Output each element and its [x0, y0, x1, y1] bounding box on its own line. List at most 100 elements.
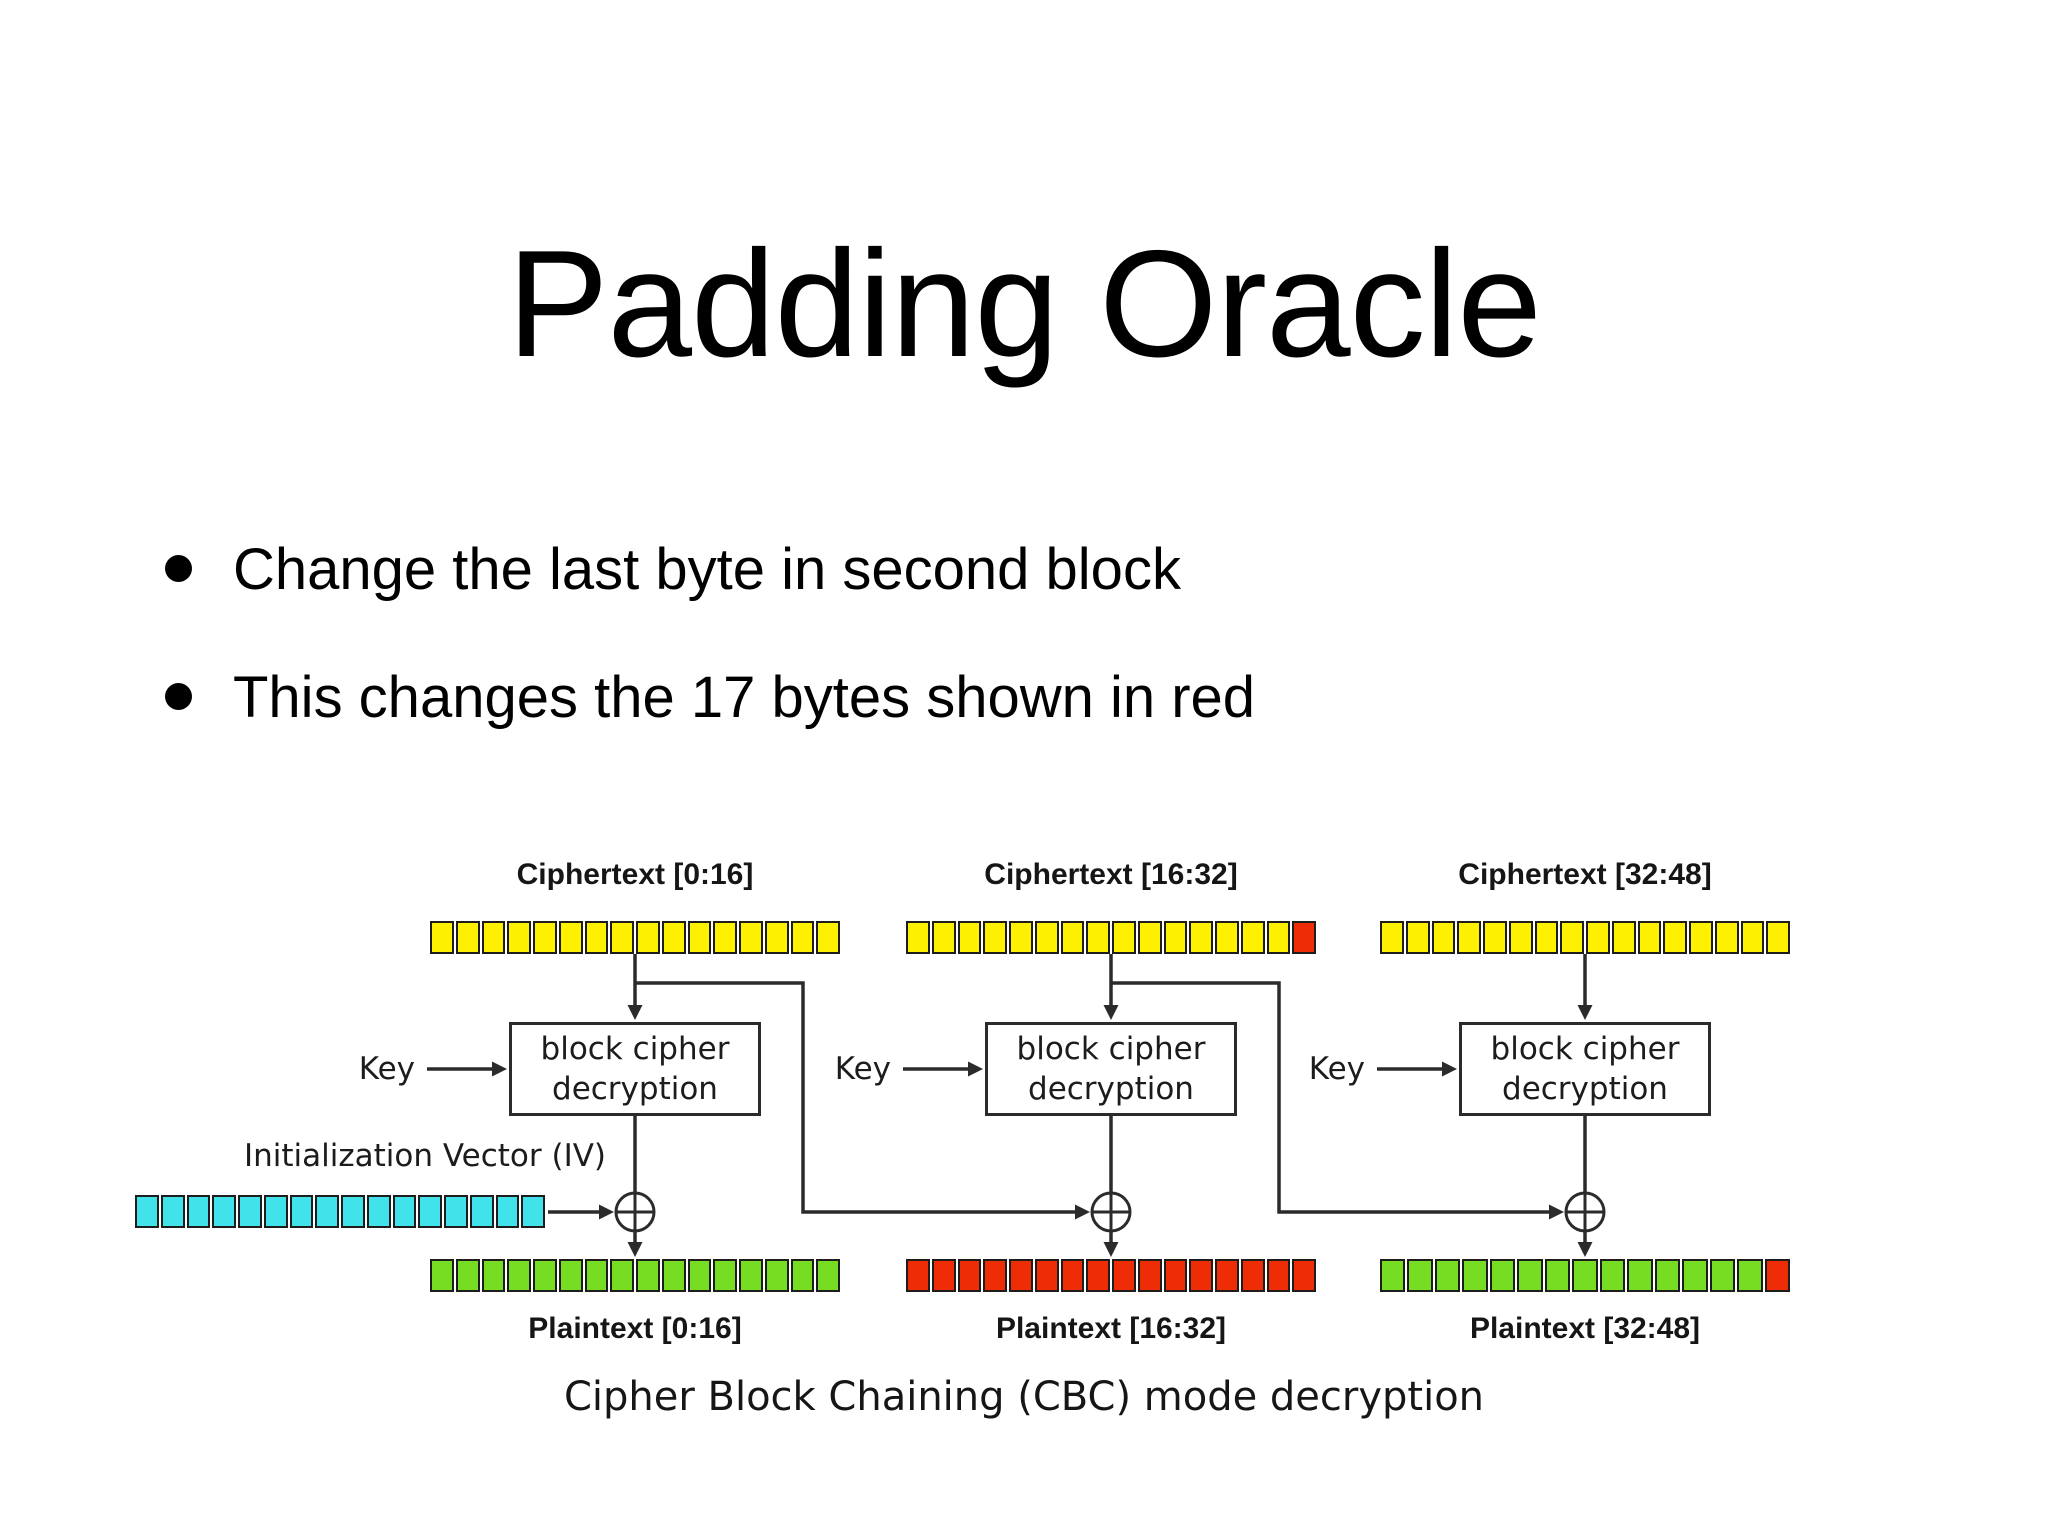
- byte-cell: [1764, 1259, 1791, 1292]
- byte-cell: [1462, 1259, 1488, 1292]
- bullet-list: Change the last byte in second block Thi…: [165, 538, 1255, 794]
- byte-cell: [481, 921, 506, 954]
- byte-cell: [1714, 921, 1739, 954]
- byte-cell: [366, 1195, 391, 1228]
- byte-cell: [533, 921, 557, 954]
- byte-cell: [1637, 921, 1662, 954]
- byte-cell: [1137, 1259, 1162, 1292]
- arrowhead: [968, 1061, 983, 1077]
- ciphertext-row: [430, 921, 840, 954]
- byte-cell: [444, 1195, 468, 1228]
- byte-cell: [687, 1259, 712, 1292]
- byte-cell: [1737, 1259, 1763, 1292]
- byte-cell: [636, 921, 660, 954]
- byte-cell: [1689, 921, 1713, 954]
- arrowhead: [627, 1242, 643, 1257]
- byte-cell: [906, 1259, 930, 1292]
- byte-cell: [341, 1195, 365, 1228]
- byte-cell: [1766, 921, 1790, 954]
- byte-cell: [636, 1259, 660, 1292]
- byte-cell: [687, 921, 712, 954]
- byte-cell: [1060, 921, 1085, 954]
- byte-cell: [1407, 1259, 1433, 1292]
- arrowhead: [1103, 1242, 1119, 1257]
- byte-cell: [1215, 1259, 1239, 1292]
- byte-cell: [790, 921, 815, 954]
- byte-cell: [315, 1195, 339, 1228]
- arrowhead: [599, 1204, 614, 1220]
- byte-cell: [1434, 1259, 1461, 1292]
- byte-cell: [1483, 921, 1507, 954]
- byte-cell: [481, 1259, 506, 1292]
- byte-cell: [507, 1259, 531, 1292]
- arrowhead: [492, 1061, 507, 1077]
- byte-cell: [764, 1259, 789, 1292]
- arrowhead: [627, 1005, 643, 1020]
- byte-cell: [1163, 921, 1188, 954]
- plaintext-row: [1380, 1259, 1791, 1292]
- byte-cell: [1240, 1259, 1265, 1292]
- box-label-line: block cipher: [1016, 1031, 1206, 1067]
- byte-cell: [1009, 921, 1033, 954]
- iv-row: [135, 1195, 545, 1228]
- byte-cell: [1740, 921, 1765, 954]
- byte-cell: [1663, 921, 1687, 954]
- byte-cell: [1086, 1259, 1110, 1292]
- byte-cell: [1534, 921, 1559, 954]
- byte-cell: [1489, 1259, 1516, 1292]
- byte-cell: [931, 1259, 956, 1292]
- byte-cell: [430, 1259, 454, 1292]
- byte-cell: [1709, 1259, 1736, 1292]
- box-label-line: decryption: [552, 1071, 718, 1107]
- byte-cell: [610, 1259, 634, 1292]
- byte-cell: [455, 921, 480, 954]
- byte-cell: [816, 1259, 840, 1292]
- byte-cell: [931, 921, 956, 954]
- byte-cell: [983, 1259, 1007, 1292]
- byte-cell: [1508, 921, 1533, 954]
- byte-cell: [1517, 1259, 1543, 1292]
- page-title: Padding Oracle: [507, 218, 1542, 389]
- byte-cell: [584, 1259, 609, 1292]
- byte-cell: [816, 921, 840, 954]
- bullet-text: Change the last byte in second block: [233, 537, 1181, 602]
- ciphertext-label: Ciphertext [0:16]: [516, 858, 754, 891]
- byte-cell: [558, 1259, 583, 1292]
- byte-cell: [455, 1259, 480, 1292]
- byte-cell: [1380, 1259, 1406, 1292]
- byte-cell: [1240, 921, 1265, 954]
- arrowhead: [1549, 1204, 1564, 1220]
- connector-line: [1111, 981, 1550, 1214]
- byte-cell: [1405, 921, 1430, 954]
- ciphertext-row: [906, 921, 1316, 954]
- byte-cell: [1189, 1259, 1213, 1292]
- bullet-text: This changes the 17 bytes shown in red: [233, 665, 1256, 730]
- byte-cell: [1599, 1259, 1626, 1292]
- key-label: Key: [358, 1051, 415, 1087]
- byte-cell: [1060, 1259, 1085, 1292]
- byte-cell: [186, 1195, 211, 1228]
- bullet-item: This changes the 17 bytes shown in red: [165, 666, 1255, 730]
- byte-cell: [983, 921, 1007, 954]
- byte-cell: [906, 921, 930, 954]
- iv-label: Initialization Vector (IV): [243, 1138, 607, 1174]
- byte-cell: [957, 921, 982, 954]
- byte-cell: [558, 921, 583, 954]
- byte-cell: [739, 1259, 763, 1292]
- byte-cell: [1627, 1259, 1653, 1292]
- byte-cell: [507, 921, 531, 954]
- byte-cell: [1266, 921, 1291, 954]
- byte-cell: [1189, 921, 1213, 954]
- bullet-dot: [165, 555, 192, 582]
- byte-cell: [1292, 1259, 1316, 1292]
- byte-cell: [1560, 921, 1584, 954]
- byte-cell: [1431, 921, 1456, 954]
- byte-cell: [584, 921, 609, 954]
- byte-cell: [469, 1195, 494, 1228]
- byte-cell: [610, 921, 634, 954]
- byte-cell: [135, 1195, 159, 1228]
- byte-cell: [1009, 1259, 1033, 1292]
